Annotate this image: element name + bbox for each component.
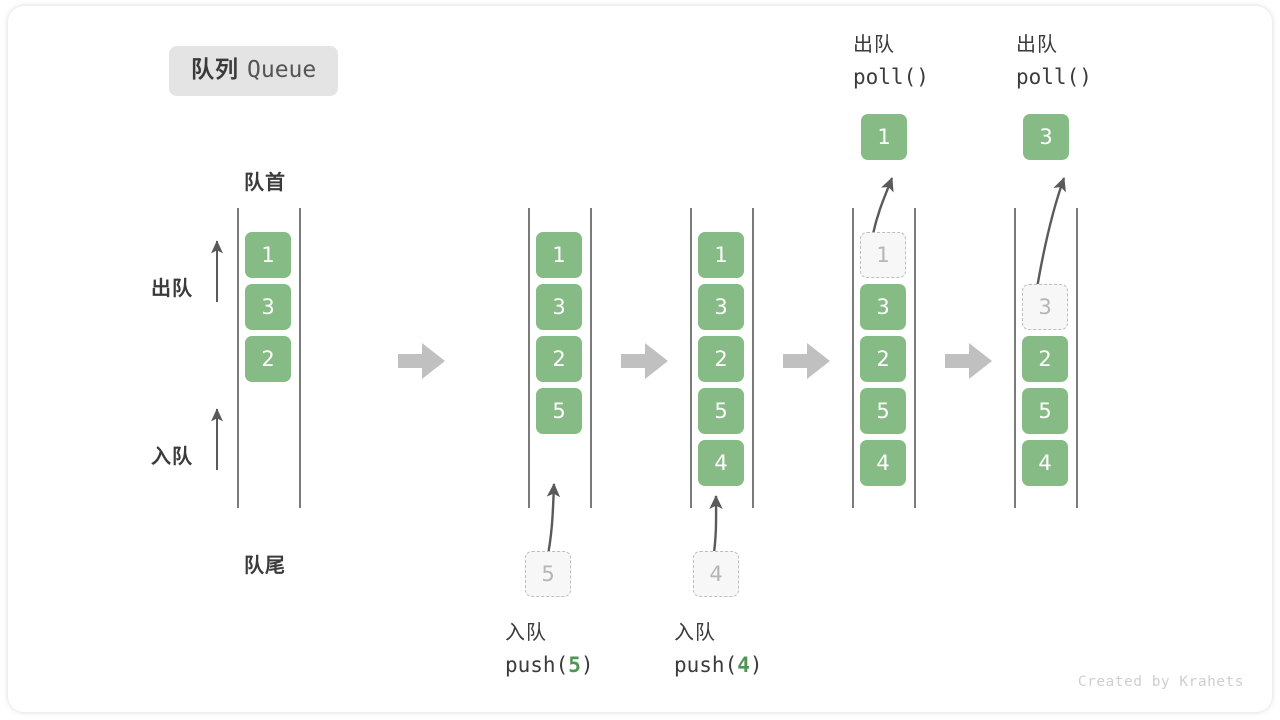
queue-cell: 1 [698,232,744,278]
title-english: Queue [247,57,317,83]
queue-cell: 3 [860,284,906,330]
watermark: Created by Krahets [1077,674,1244,690]
poll-1-label-cn: 出队 [853,34,895,56]
push-4-ghost-box: 4 [693,551,739,597]
queue-rails [237,208,1078,508]
push-5-arrow [545,483,561,561]
dequeue-direction-label: 出队 [151,278,193,300]
diagram-vector-layer [210,177,1078,561]
poll-1-result-box: 1 [861,114,907,160]
queue-cell: 3 [245,284,291,330]
queue-tail-label: 队尾 [244,555,286,577]
queue-cell: 2 [860,336,906,382]
poll-1-label: 出队 poll() [853,30,929,94]
push-5-label: 入队 push(5) [505,618,594,682]
diagram-title-badge: 队列 Queue [169,46,339,96]
queue-cell: 4 [698,440,744,486]
push-5-code-arg: 5 [568,653,581,677]
transition-arrow-4 [945,343,992,379]
poll-2-arrow [1034,177,1066,295]
transition-arrow-3 [783,343,830,379]
transition-arrow-2 [621,343,668,379]
queue-cell: 5 [698,388,744,434]
push-5-code-prefix: push( [505,653,569,677]
poll-1-arrow [871,177,894,235]
queue-cell: 5 [536,388,582,434]
push-5-label-code: push(5) [505,649,594,682]
queue-cell: 2 [1022,336,1068,382]
queue-head-label: 队首 [244,172,286,194]
push-4-code-suffix: ) [749,653,763,677]
queue-cell-ghost: 1 [860,232,906,278]
queue-cell: 2 [245,336,291,382]
push-5-label-cn: 入队 [505,622,547,644]
queue-cell: 3 [698,284,744,330]
queue-cell-ghost: 3 [1022,284,1068,330]
poll-2-result-box: 3 [1023,114,1069,160]
push-5-ghost-box: 5 [525,551,571,597]
push-4-code-arg: 4 [737,653,750,677]
title-chinese: 队列 [191,56,239,82]
queue-cell: 3 [536,284,582,330]
poll-2-label-code: poll() [1016,65,1092,89]
push-4-label: 入队 push(4) [674,618,763,682]
queue-cell: 1 [245,232,291,278]
queue-cell: 1 [536,232,582,278]
queue-cell: 5 [860,388,906,434]
poll-2-label: 出队 poll() [1016,30,1092,94]
push-4-code-prefix: push( [674,653,738,677]
poll-2-label-cn: 出队 [1016,34,1058,56]
queue-cell: 2 [536,336,582,382]
push-4-label-cn: 入队 [674,622,716,644]
enqueue-direction-label: 入队 [151,446,193,468]
transition-arrow-1 [398,343,445,379]
queue-cell: 4 [860,440,906,486]
queue-cell: 2 [698,336,744,382]
push-4-label-code: push(4) [674,649,763,682]
poll-1-label-code: poll() [853,65,929,89]
queue-cell: 4 [1022,440,1068,486]
push-5-code-suffix: ) [580,653,594,677]
queue-cell: 5 [1022,388,1068,434]
